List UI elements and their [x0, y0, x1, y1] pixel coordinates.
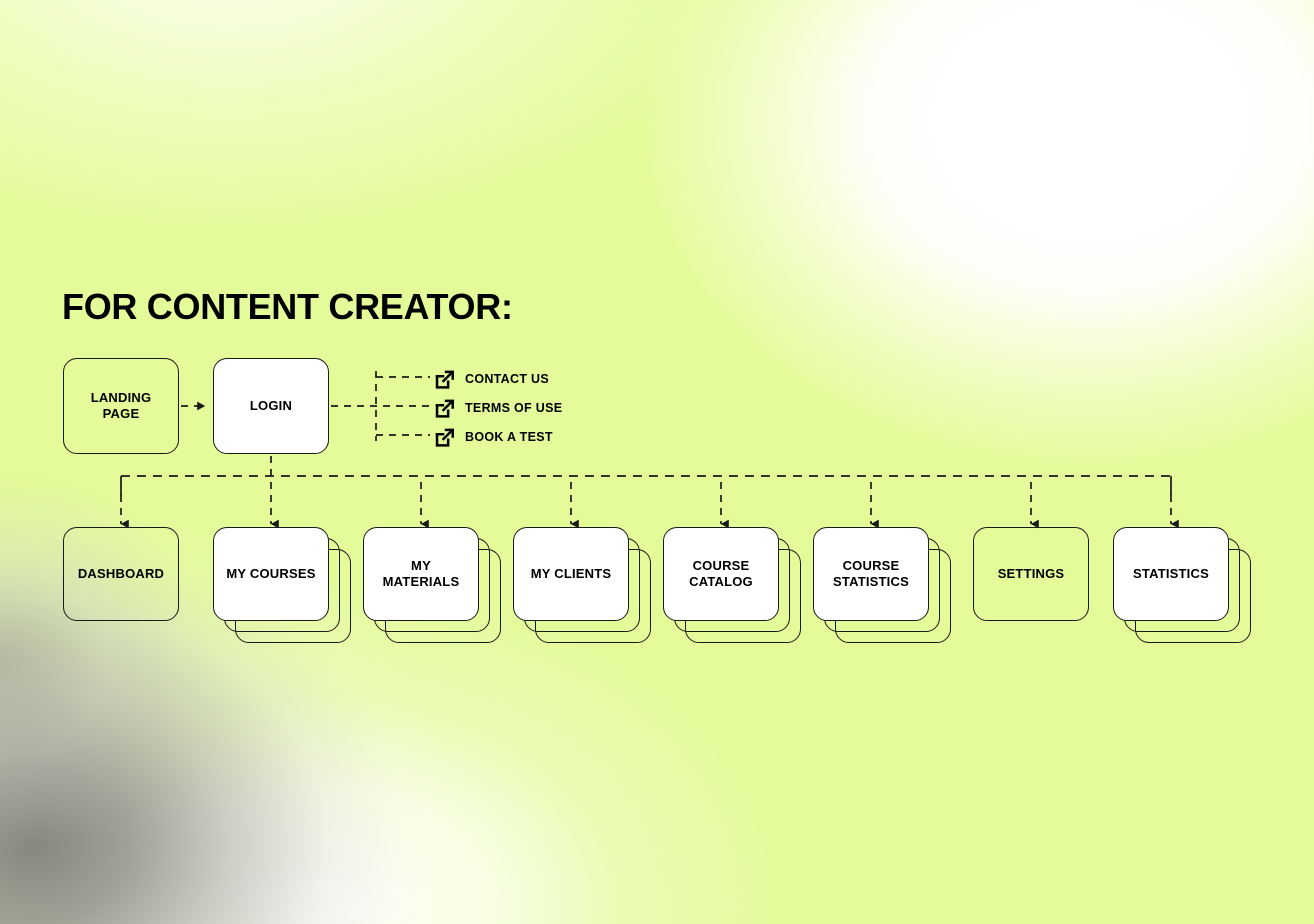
node-my-materials[interactable]: MY MATERIALS: [363, 527, 479, 621]
node-dashboard[interactable]: DASHBOARD: [63, 527, 179, 621]
node-label: MY MATERIALS: [382, 557, 460, 589]
node-label: COURSE CATALOG: [689, 557, 753, 589]
external-link-book-a-test[interactable]: BOOK A TEST: [433, 426, 553, 448]
page-title: FOR CONTENT CREATOR:: [62, 286, 513, 327]
node-course-catalog[interactable]: COURSE CATALOG: [663, 527, 779, 621]
external-link-contact-us[interactable]: CONTACT US: [433, 368, 549, 390]
node-label: LANDING PAGE: [90, 389, 152, 421]
node-settings[interactable]: SETTINGS: [973, 527, 1089, 621]
node-landing-page[interactable]: LANDING PAGE: [63, 358, 179, 454]
node-course-statistics[interactable]: COURSE STATISTICS: [813, 527, 929, 621]
node-statistics[interactable]: STATISTICS: [1113, 527, 1229, 621]
external-link-icon: [435, 427, 454, 447]
node-label: DASHBOARD: [77, 565, 165, 581]
external-link-icon: [435, 398, 454, 418]
node-my-clients[interactable]: MY CLIENTS: [513, 527, 629, 621]
node-label: SETTINGS: [997, 565, 1065, 581]
external-link-label: CONTACT US: [465, 372, 550, 386]
node-my-courses[interactable]: MY COURSES: [213, 527, 329, 621]
node-label: MY CLIENTS: [530, 565, 612, 581]
external-link-icon: [435, 369, 454, 389]
node-label: COURSE STATISTICS: [833, 557, 909, 589]
external-link-label: BOOK A TEST: [465, 430, 553, 444]
node-login[interactable]: LOGIN: [213, 358, 329, 454]
node-label: MY COURSES: [226, 565, 316, 581]
node-label: STATISTICS: [1133, 565, 1209, 581]
node-label: LOGIN: [249, 397, 293, 413]
external-link-terms-of-use[interactable]: TERMS OF USE: [433, 397, 562, 419]
external-link-label: TERMS OF USE: [465, 401, 563, 415]
